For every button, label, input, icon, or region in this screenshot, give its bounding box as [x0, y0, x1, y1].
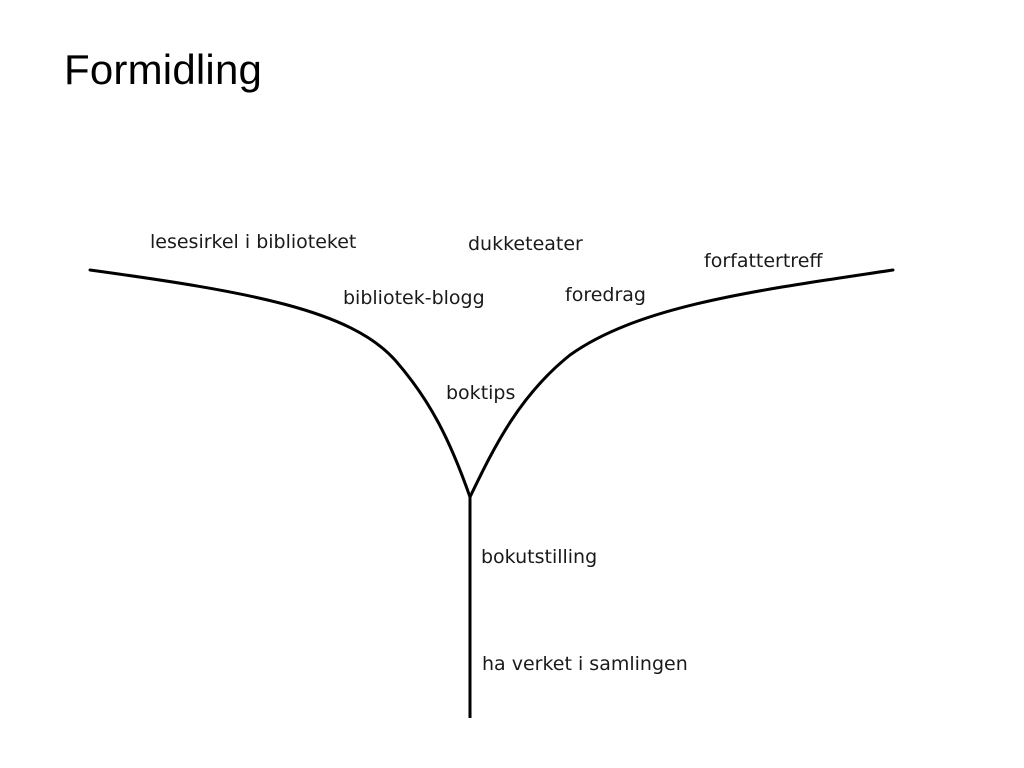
label-bibliotek-blogg: bibliotek-blogg [343, 287, 485, 309]
label-lesesirkel: lesesirkel i biblioteket [150, 231, 357, 253]
slide-title: Formidling [64, 46, 263, 93]
label-forfattertreff: forfattertreff [704, 250, 823, 272]
label-dukketeater: dukketeater [468, 233, 583, 255]
label-bokutstilling: bokutstilling [481, 546, 598, 568]
funnel-right-branch [468, 268, 895, 499]
label-ha-verket: ha verket i samlingen [482, 653, 688, 675]
label-foredrag: foredrag [565, 284, 646, 306]
funnel-left-branch [88, 268, 472, 499]
label-boktips: boktips [446, 382, 516, 404]
